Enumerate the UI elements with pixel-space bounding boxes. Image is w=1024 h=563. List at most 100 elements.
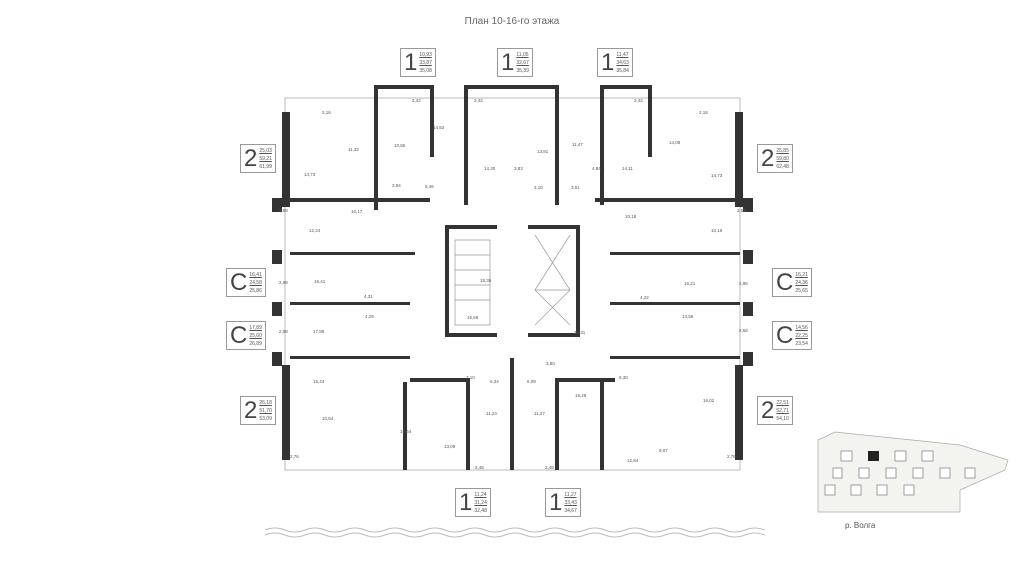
room-area: 4,29 — [365, 314, 374, 319]
room-area: 15,29 — [575, 393, 587, 398]
room-area: 11,27 — [534, 411, 545, 416]
room-area: 14,30 — [484, 166, 496, 171]
site-minimap — [817, 431, 1009, 513]
apt-type: C — [230, 321, 248, 349]
room-area: 2,76 — [727, 454, 736, 459]
room-area: 2,98 — [279, 280, 288, 285]
room-area: 14,56 — [682, 314, 694, 319]
room-area: 3,80 — [546, 361, 555, 366]
room-area: 13,81 — [537, 149, 549, 154]
river-waves — [264, 527, 766, 538]
apt-type: 1 — [549, 488, 563, 516]
apt-type: C — [230, 268, 248, 296]
room-area: 14,73 — [711, 173, 723, 178]
apt-type: 1 — [404, 48, 418, 76]
room-area: 15,44 — [313, 379, 325, 384]
apt-type: C — [776, 321, 794, 349]
room-area: 3,10 — [466, 375, 475, 380]
room-area: 6,34 — [490, 379, 499, 384]
room-area: 16,41 — [314, 279, 326, 284]
room-area: 10,18 — [625, 214, 637, 219]
room-area: 13,09 — [444, 444, 456, 449]
room-area: 2,58 — [279, 329, 288, 334]
room-area: 14,11 — [622, 166, 633, 171]
room-area: 4,84 — [592, 166, 601, 171]
room-area: 10,16 — [711, 228, 723, 233]
apt-type: 1 — [601, 48, 615, 76]
room-area: 14,08 — [669, 140, 681, 145]
room-area: 3,83 — [514, 166, 523, 171]
room-area: 2,18 — [322, 110, 331, 115]
room-area: 15,64 — [400, 429, 412, 434]
apt-type: 1 — [501, 48, 515, 76]
room-area: 5,46 — [425, 184, 434, 189]
room-area: 15,36 — [480, 278, 492, 283]
room-area: 35,31 — [574, 330, 586, 335]
apt-type: 1 — [459, 488, 473, 516]
room-area: 10,54 — [322, 416, 334, 421]
room-area: 2,58 — [737, 208, 746, 213]
apt-type: 2 — [244, 144, 258, 172]
room-area: 2,48 — [475, 465, 484, 470]
room-area: 2,42 — [412, 98, 421, 103]
room-area: 14,52 — [433, 125, 445, 130]
river-label: р. Волга — [845, 521, 876, 530]
room-area: 16,69 — [467, 315, 479, 320]
room-area: 16,02 — [703, 398, 715, 403]
walls — [272, 85, 753, 470]
room-area: 3,94 — [392, 183, 401, 188]
room-area: 2,18 — [699, 110, 708, 115]
room-area: 2,76 — [290, 454, 299, 459]
room-area: 11,24 — [486, 411, 497, 416]
room-area: 10,55 — [394, 143, 406, 148]
room-area: 6,30 — [619, 375, 628, 380]
room-area: 4,22 — [640, 295, 649, 300]
room-area: 4,31 — [364, 294, 373, 299]
room-area: 11,32 — [348, 147, 359, 152]
room-area: 9,07 — [659, 448, 668, 453]
room-area: 12,24 — [309, 228, 321, 233]
room-area: 3,01 — [571, 185, 580, 190]
room-area: 3,10 — [534, 185, 543, 190]
room-area: 16,21 — [684, 281, 696, 286]
room-area: 2,58 — [739, 328, 748, 333]
room-area: 2,42 — [634, 98, 643, 103]
room-area: 17,89 — [313, 329, 325, 334]
room-area: 2,58 — [279, 208, 288, 213]
room-area: 12,84 — [627, 458, 639, 463]
current-building-marker — [868, 451, 879, 461]
room-area: 11,47 — [572, 142, 583, 147]
room-area: 14,73 — [304, 172, 316, 177]
apt-type: C — [776, 268, 794, 296]
apt-type: 2 — [761, 144, 775, 172]
apt-type: 2 — [761, 396, 775, 424]
page-title: План 10-16-го этажа — [464, 16, 560, 27]
room-area: 2,98 — [739, 281, 748, 286]
